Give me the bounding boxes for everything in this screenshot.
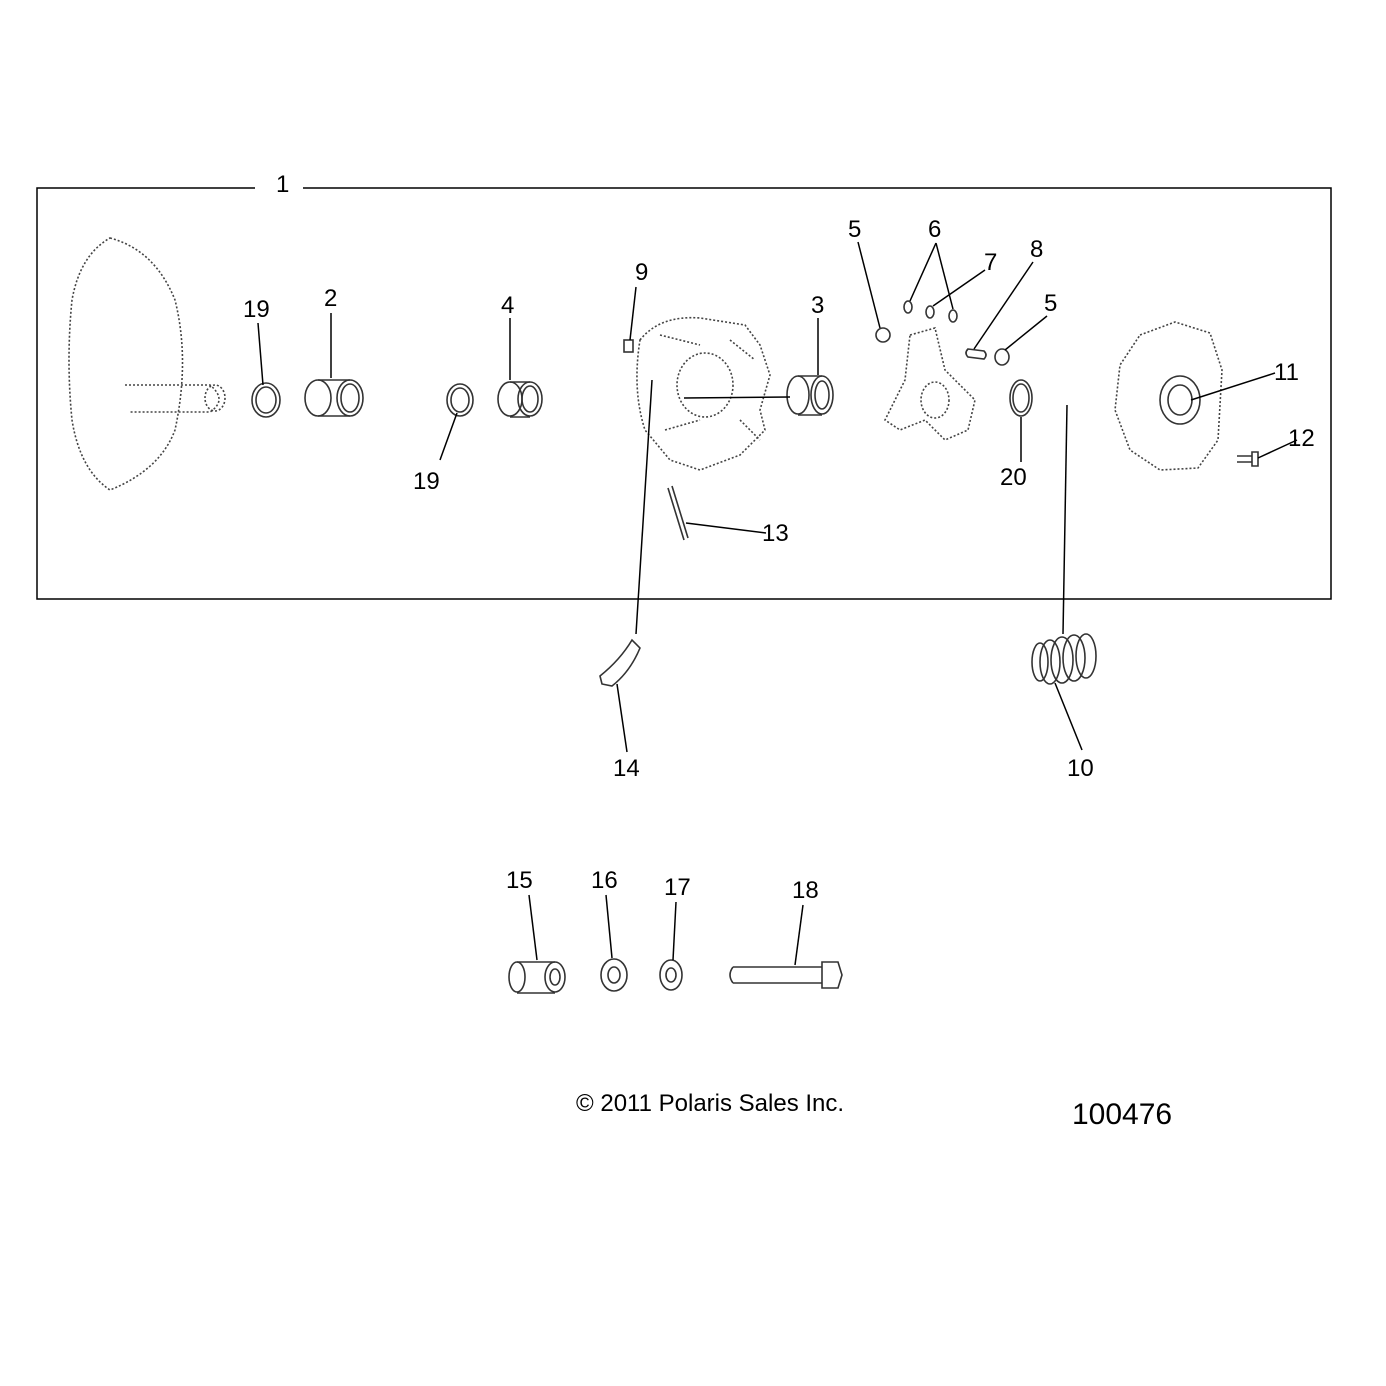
- callout-3: 3: [811, 292, 824, 319]
- spider: [883, 327, 976, 441]
- callout-18: 18: [792, 877, 819, 904]
- set-screw-9: [623, 339, 634, 353]
- callout-12: 12: [1288, 425, 1315, 452]
- washer-17: [659, 959, 683, 991]
- weight-14: [599, 638, 641, 687]
- leader-lines: [257, 241, 1298, 966]
- oring-6-b: [948, 309, 958, 323]
- callout-19-b: 19: [413, 468, 440, 495]
- callout-2: 2: [324, 285, 337, 312]
- callout-11: 11: [1274, 359, 1299, 386]
- callout-9: 9: [635, 259, 648, 286]
- bushing-2: [304, 379, 364, 417]
- callout-7: 7: [984, 249, 997, 276]
- bolt-18: [729, 961, 843, 989]
- oring-7: [925, 305, 935, 319]
- callout-15: 15: [506, 867, 533, 894]
- oring-6-a: [903, 300, 913, 314]
- callout-10: 10: [1067, 755, 1094, 782]
- spider-cover: [636, 316, 771, 471]
- callout-19-a: 19: [243, 296, 270, 323]
- drawing-number: 100476: [1072, 1098, 1173, 1131]
- callout-20: 20: [1000, 464, 1027, 491]
- pin-13: [667, 485, 689, 541]
- pin-8: [965, 348, 987, 360]
- snap-ring-19-b: [446, 383, 474, 417]
- button-5-a: [875, 327, 891, 343]
- callout-1: 1: [276, 171, 289, 198]
- bushing-4: [497, 381, 543, 418]
- spring-10: [1031, 633, 1097, 685]
- cover-11: [1114, 321, 1223, 471]
- callout-8: 8: [1030, 236, 1043, 263]
- callout-6: 6: [928, 216, 941, 243]
- callout-16: 16: [591, 867, 618, 894]
- bushing-3: [786, 375, 834, 416]
- screw-12: [1237, 451, 1259, 467]
- callout-4: 4: [501, 292, 514, 319]
- bushing-15: [508, 961, 566, 994]
- callout-14: 14: [613, 755, 640, 782]
- moveable-sheave: [68, 237, 226, 491]
- button-5-b: [994, 348, 1010, 366]
- bushing-20: [1009, 379, 1033, 417]
- callout-5-b: 5: [1044, 290, 1057, 317]
- callout-13: 13: [762, 520, 789, 547]
- callout-17: 17: [664, 874, 691, 901]
- snap-ring-19-a: [251, 382, 281, 418]
- callout-5-a: 5: [848, 216, 861, 243]
- assembly-frame: [36, 187, 1332, 600]
- washer-16: [600, 958, 628, 992]
- copyright-notice: © 2011 Polaris Sales Inc.: [576, 1090, 845, 1117]
